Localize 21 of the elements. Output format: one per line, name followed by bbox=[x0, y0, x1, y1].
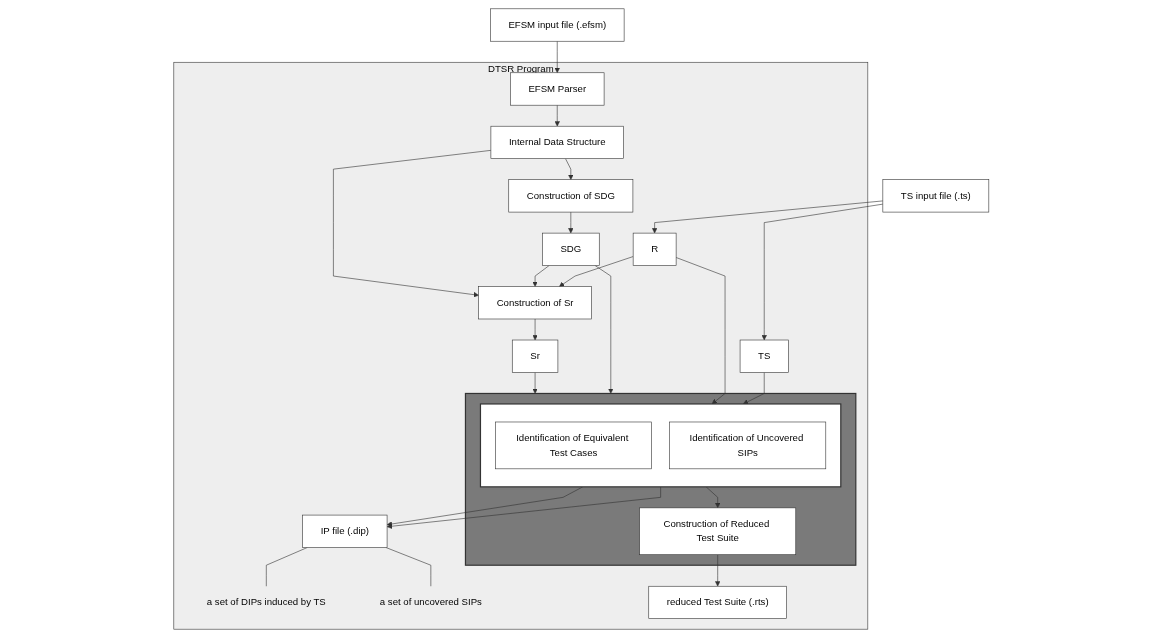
node-box: TS input file (.ts) bbox=[882, 179, 989, 213]
node-box: EFSM input file (.efsm) bbox=[489, 8, 625, 42]
node-text: a set of uncovered SIPs bbox=[379, 597, 482, 608]
cluster bbox=[464, 392, 857, 566]
node-box: IP file (.dip) bbox=[302, 514, 388, 548]
node-box: EFSM Parser bbox=[509, 72, 605, 106]
node-box: Internal Data Structure bbox=[490, 125, 624, 159]
node-box: reduced Test Suite (.rts) bbox=[648, 585, 787, 619]
node-box: Construction of Reduced Test Suite bbox=[639, 507, 796, 555]
node-box: Identification of Equivalent Test Cases bbox=[494, 421, 652, 470]
cluster bbox=[479, 403, 842, 488]
node-box: Sr bbox=[511, 339, 558, 373]
connector bbox=[265, 547, 308, 587]
node-box: R bbox=[632, 232, 677, 266]
connector bbox=[385, 547, 431, 587]
node-box: SDG bbox=[541, 232, 600, 266]
node-text: a set of DIPs induced by TS bbox=[206, 597, 326, 608]
node-box: TS bbox=[739, 339, 789, 373]
node-box: Construction of Sr bbox=[478, 286, 592, 320]
node-box: Identification of Uncovered SIPs bbox=[669, 421, 826, 470]
node-box: Construction of SDG bbox=[508, 179, 633, 213]
